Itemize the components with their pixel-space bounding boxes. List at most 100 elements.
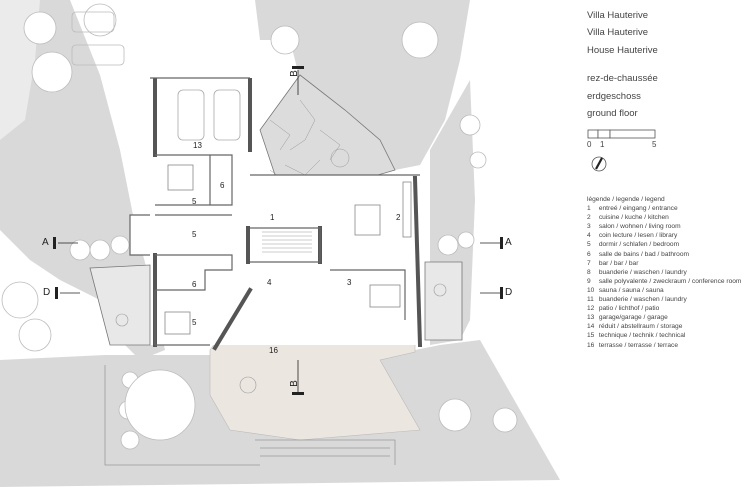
- legend-text: bar / bar / bar: [597, 259, 639, 267]
- legend-text: salle polyvalente / zweckraum / conferen…: [597, 277, 742, 285]
- room-label-16: 16: [269, 346, 278, 355]
- legend-item: 14 réduit / abstellraum / storage: [587, 323, 682, 330]
- tree: [437, 234, 459, 256]
- tree: [1, 281, 39, 319]
- section-markers: [53, 66, 503, 395]
- bottom-structures: [104, 365, 396, 466]
- scale-zero: 0: [587, 140, 592, 149]
- scale-one: 1: [600, 140, 605, 149]
- garage-cars: [177, 89, 241, 141]
- legend-number: 6: [587, 250, 591, 258]
- bed: [167, 164, 194, 191]
- legend-item: 12 patio / lichthof / patio: [587, 305, 659, 312]
- room-label-13: 13: [193, 141, 202, 150]
- room-label-5b: 5: [192, 230, 197, 239]
- legend-text: sauna / sauna / sauna: [597, 286, 664, 294]
- legend-item: 7 bar / bar / bar: [587, 260, 638, 267]
- north-arrow-icon: [591, 156, 607, 172]
- section-label-b-bottom: B: [288, 380, 300, 387]
- legend-text: technique / technik / technical: [597, 332, 686, 340]
- legend-text: cuisine / kuche / kitchen: [597, 214, 669, 222]
- legend-item: 5 dormir / schlafen / bedroom: [587, 241, 679, 248]
- legend-number: 10: [587, 286, 595, 294]
- house-floor: [130, 80, 420, 345]
- room-label-5a: 5: [192, 197, 197, 206]
- title-en: House Hauterive: [587, 45, 658, 56]
- section-label-b-top: B: [288, 70, 300, 77]
- floor-name-en: ground floor: [587, 108, 638, 119]
- legend-number: 11: [587, 296, 594, 303]
- stair: [262, 231, 312, 253]
- floor-name-de: erdgeschoss: [587, 91, 641, 102]
- room-label-6b: 6: [192, 280, 197, 289]
- legend-text: entreé / eingang / entrance: [597, 205, 678, 212]
- legend-item: 4 coin lecture / lesen / library: [587, 232, 677, 239]
- legend-item: 2 cuisine / kuche / kitchen: [587, 214, 669, 221]
- legend-text: coin lecture / lesen / library: [597, 232, 678, 240]
- tree: [492, 407, 518, 433]
- legend-text: dormir / schlafen / bedroom: [597, 241, 680, 249]
- room-label-3: 3: [347, 278, 352, 287]
- legend-number: 12: [587, 305, 595, 313]
- legend-number: 16: [587, 341, 595, 349]
- legend-item: 3 salon / wohnen / living room: [587, 223, 681, 230]
- room-label-5c: 5: [192, 318, 197, 327]
- car: [71, 44, 125, 66]
- legend-number: 8: [587, 268, 591, 276]
- tree: [270, 25, 300, 55]
- legend-item: 8 buanderie / waschen / laundry: [587, 269, 687, 276]
- legend-text: réduit / abstellraum / storage: [597, 323, 683, 331]
- legend-text: buanderie / waschen / laundry: [597, 296, 687, 303]
- section-lines: [58, 70, 500, 395]
- scale-bar: [587, 129, 656, 139]
- legend-number: 14: [587, 323, 595, 331]
- tree: [124, 369, 196, 441]
- legend-text: buanderie / waschen / laundry: [597, 268, 687, 276]
- legend-text: garage/garage / garage: [597, 314, 668, 322]
- room-label-4: 4: [267, 278, 272, 287]
- legend-number: 2: [587, 214, 591, 222]
- legend-text: salle de bains / bad / bathroom: [597, 250, 690, 258]
- tree: [438, 398, 472, 432]
- legend-item: 13 garage/garage / garage: [587, 314, 668, 321]
- legend-text: salon / wohnen / living room: [597, 223, 681, 231]
- title-fr: Villa Hauterive: [587, 10, 649, 21]
- legend-number: 1: [587, 205, 591, 212]
- patio-paving: [269, 99, 350, 186]
- legend-title: légende / legende / legend: [587, 196, 665, 203]
- dining-table: [354, 204, 381, 236]
- legend-number: 9: [587, 277, 591, 285]
- legend-number: 4: [587, 232, 591, 240]
- legend-item: 6 salle de bains / bad / bathroom: [587, 251, 689, 258]
- tree: [23, 11, 57, 45]
- section-label-a-right: A: [505, 237, 512, 248]
- parking-cars: [71, 11, 125, 66]
- tree: [83, 3, 117, 37]
- kitchen-counter: [402, 181, 412, 238]
- legend-item: 1 entreé / eingang / entrance: [587, 205, 678, 212]
- tree: [110, 235, 130, 255]
- tree: [18, 318, 52, 352]
- legend-number: 3: [587, 223, 591, 231]
- tree: [89, 239, 111, 261]
- tree: [457, 231, 475, 249]
- car: [71, 11, 115, 33]
- legend-number: 15: [587, 332, 595, 340]
- legend-number: 5: [587, 241, 591, 249]
- side-decks: [89, 261, 463, 346]
- section-label-a-left: A: [42, 237, 49, 248]
- legend-item: 16 terrasse / terrasse / terrace: [587, 342, 678, 349]
- floor-name-fr: rez-de-chaussée: [587, 73, 658, 84]
- section-label-d-right: D: [505, 287, 513, 298]
- tree: [459, 114, 481, 136]
- tree: [401, 21, 439, 59]
- legend-item: 15 technique / technik / technical: [587, 332, 685, 339]
- tree: [469, 151, 487, 169]
- partitions: [129, 77, 420, 346]
- room-label-2: 2: [396, 213, 401, 222]
- legend-number: 13: [587, 314, 595, 322]
- legend-item: 10 sauna / sauna / sauna: [587, 287, 664, 294]
- bed: [164, 311, 191, 335]
- room-label-6a: 6: [220, 181, 225, 190]
